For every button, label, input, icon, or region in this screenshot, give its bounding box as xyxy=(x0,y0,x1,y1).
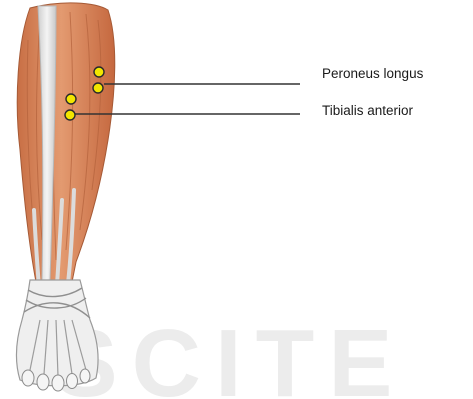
label-tibialis-anterior: Tibialis anterior xyxy=(322,103,413,118)
watermark-text: SCITE xyxy=(54,310,407,399)
label-peroneus-longus: Peroneus longus xyxy=(322,66,423,81)
electrode-peroneus-upper xyxy=(94,67,104,77)
electrode-peroneus-lower xyxy=(93,83,103,93)
electrode-tibialis-lower xyxy=(65,110,75,120)
electrode-tibialis-upper xyxy=(66,94,76,104)
